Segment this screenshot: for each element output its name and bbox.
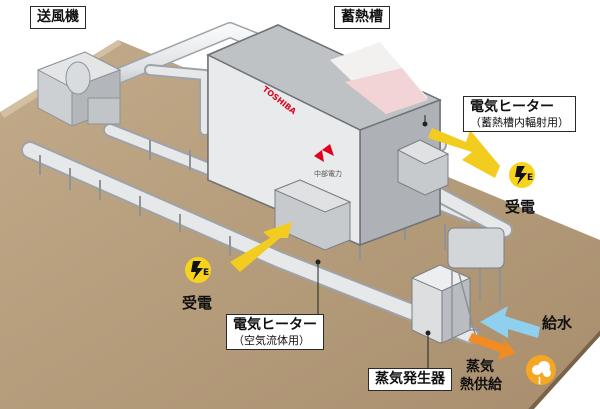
water-supply-label: 給水	[542, 314, 573, 332]
power-receive-label-right: 受電	[505, 198, 536, 216]
svg-text:E: E	[527, 173, 533, 183]
flow-arrows	[468, 306, 540, 360]
svg-text:E: E	[203, 268, 209, 278]
lightning-e-icon: E	[185, 257, 211, 283]
steam-generator-unit	[410, 227, 505, 346]
steam-supply-label-2: 熱供給	[460, 377, 502, 393]
rock-bed	[330, 42, 428, 114]
label-leader-lines	[315, 115, 431, 368]
radiant-heater-label: 電気ヒーター （蓄熱槽内輻射用）	[463, 96, 576, 132]
radiant-heater-box	[396, 139, 450, 196]
steam-cloud-icon	[526, 355, 556, 385]
blower-label: 送風機	[30, 6, 86, 29]
chubu-logo-text: 中部電力	[314, 169, 342, 178]
storage-tank-label: 蓄熱槽	[334, 6, 390, 29]
blower-unit	[36, 51, 122, 127]
steam-generator-label: 蒸気発生器	[368, 368, 452, 391]
power-receive-label-left: 受電	[182, 294, 213, 312]
chubu-logo: 中部電力	[314, 144, 342, 178]
power-arrows	[230, 128, 500, 272]
air-heater-label: 電気ヒーター （空気流体用）	[226, 314, 324, 350]
lightning-e-icon: E	[509, 162, 535, 188]
steam-supply-label-1: 蒸気	[466, 359, 494, 375]
